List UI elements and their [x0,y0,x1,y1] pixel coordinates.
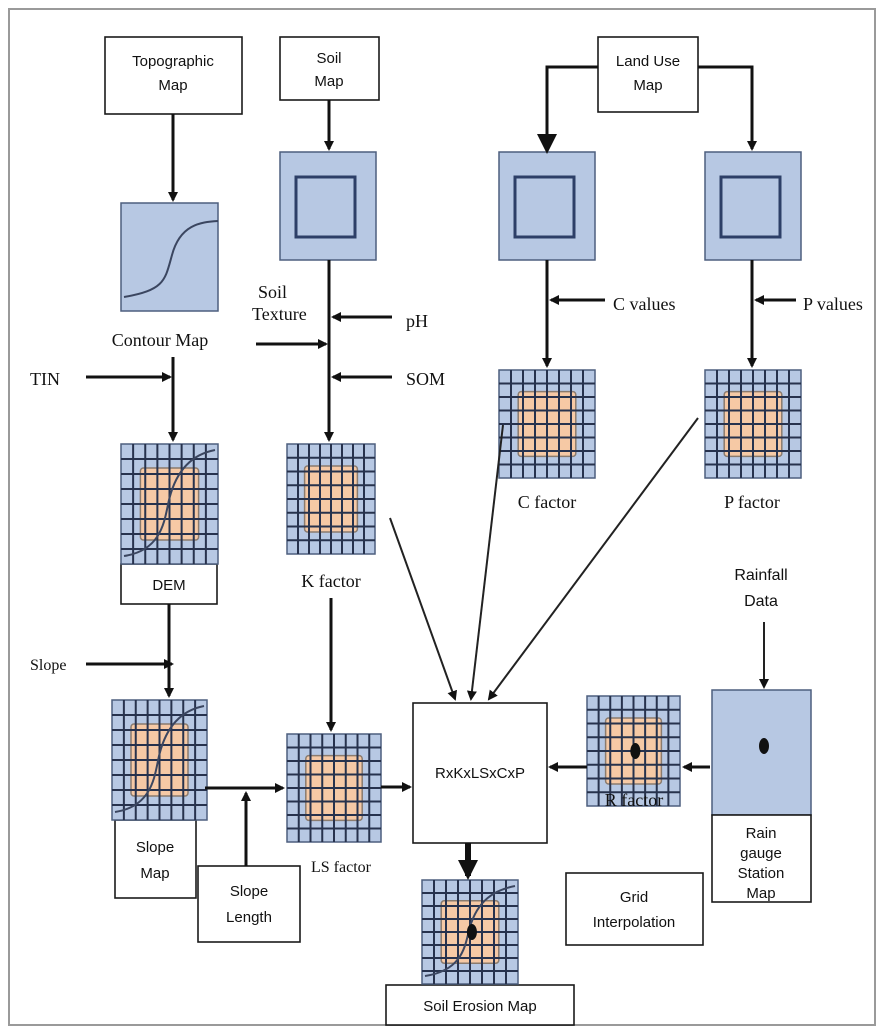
rain-gauge-label-2: gauge [740,845,782,862]
rain-gauge-dot [759,738,769,754]
ls-factor-label: LS factor [311,859,372,876]
grid-interpolation-label-1: Grid [620,889,648,906]
ls-factor-raster [286,733,382,843]
slope-length-box: Slope Length [197,865,301,943]
soil-erosion-map-label: Soil Erosion Map [423,998,536,1015]
c-factor-raster [498,369,596,479]
contour-map-layer [120,202,219,312]
slope-map-label-2: Map [140,865,169,882]
soil-map-layer [279,151,377,261]
soil-erosion-raster-dot [466,924,477,940]
k-factor-raster [286,443,376,555]
grid-interpolation-box: Grid Interpolation [565,872,704,946]
slope-label: Slope [30,657,66,674]
arrow-landuse-to-p [698,65,757,151]
contour-map-label: Contour Map [112,330,209,350]
topographic-map-label-2: Map [158,77,187,94]
land-use-map-label-1: Land Use [616,53,680,70]
land-use-c-layer [498,151,596,261]
dem-label: DEM [152,577,185,594]
rainfall-data-label-1: Rainfall [734,567,787,584]
rain-gauge-layer: Rain gauge Station Map [711,689,812,903]
topographic-map-box: Topographic Map [104,36,243,115]
arrow-c-to-formula [466,424,504,701]
arrows [86,65,796,880]
raster-grids [111,369,802,985]
soil-erosion-map-box: Soil Erosion Map [385,984,575,1026]
rain-gauge-label-4: Map [746,885,775,902]
grid-interpolation-label-2: Interpolation [593,914,676,931]
r-factor-raster [586,695,681,807]
ph-label: pH [406,311,428,331]
soil-texture-label-1: Soil [258,282,287,302]
dem-box: DEM [120,563,218,605]
soil-erosion-raster [421,879,519,985]
land-use-map-box: Land Use Map [597,36,699,113]
soil-map-label-1: Soil [316,50,341,67]
arrow-p-to-formula [487,417,699,701]
k-factor-label: K factor [301,571,360,591]
c-values-label: C values [613,294,676,314]
tin-label: TIN [30,369,60,389]
land-use-p-layer [704,151,802,261]
p-factor-raster [704,369,802,479]
slope-map-box: Slope Map [114,819,197,899]
slope-length-label-2: Length [226,909,272,926]
soil-map-box: Soil Map [279,36,380,101]
som-label: SOM [406,369,445,389]
soil-map-label-2: Map [314,73,343,90]
r-factor-label: R factor [605,790,663,810]
rain-gauge-label-1: Rain [746,825,777,842]
slope-map-label-1: Slope [136,839,174,856]
formula-box: RxKxLSxCxP [412,702,548,844]
rainfall-data-label-2: Data [744,593,778,610]
arrow-k-to-formula [389,517,458,701]
land-use-map-label-2: Map [633,77,662,94]
arrow-landuse-to-c [537,65,598,154]
c-factor-label: C factor [518,492,576,512]
slope-map-raster [111,699,208,821]
r-factor-raster-dot [630,743,641,759]
slope-length-label-1: Slope [230,883,268,900]
rain-gauge-label-3: Station [738,865,785,882]
p-values-label: P values [803,294,863,314]
dem-raster [120,443,219,565]
soil-texture-label-2: Texture [252,304,307,324]
p-factor-label: P factor [724,492,780,512]
topographic-map-label-1: Topographic [132,53,214,70]
formula-label: RxKxLSxCxP [435,765,525,782]
